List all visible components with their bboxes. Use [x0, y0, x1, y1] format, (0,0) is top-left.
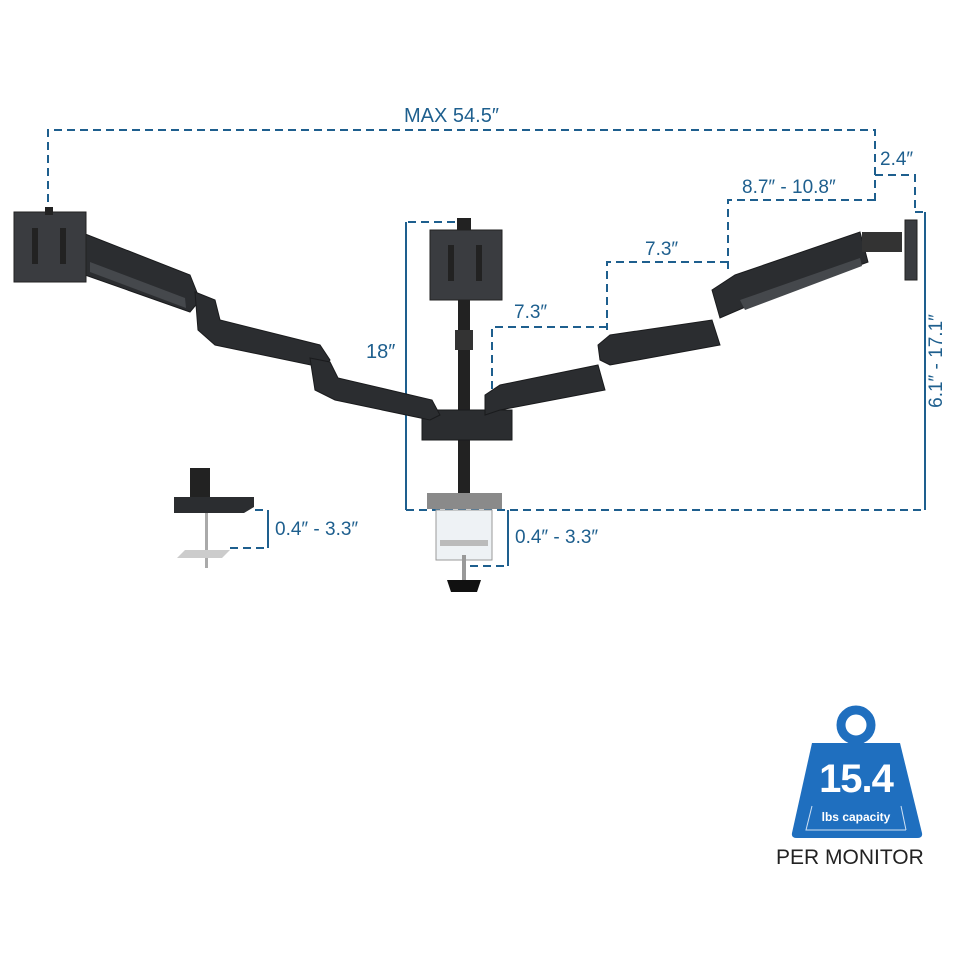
- weight-capacity-badge: [791, 705, 923, 838]
- badge-unit: lbs capacity: [821, 810, 891, 824]
- height-range-label: 6.1″ - 17.1″: [925, 314, 947, 408]
- center-vesa-plate: [429, 229, 503, 301]
- pole-height-label: 18″: [366, 341, 396, 363]
- upper-segment-label: 7.3″: [645, 239, 679, 260]
- badge-caption: PER MONITOR: [776, 846, 924, 869]
- right-arm: [484, 219, 918, 416]
- upper-segment-line: [606, 261, 728, 330]
- forearm-line: [727, 199, 875, 272]
- left-vesa-plate: [13, 207, 87, 283]
- left-arm: [74, 229, 441, 421]
- forearm-label: 8.7″ - 10.8″: [742, 177, 836, 198]
- clamp-center-label: 0.4″ - 3.3″: [515, 527, 599, 548]
- dimension-lines: [47, 129, 926, 567]
- lower-segment-label: 7.3″: [514, 302, 548, 323]
- badge-weight: 15.4: [819, 757, 894, 801]
- max-width-label: MAX 54.5″: [404, 105, 499, 127]
- tilt-offset-label: 2.4″: [880, 149, 914, 170]
- max-width-line: [47, 129, 876, 215]
- clamp-left-label: 0.4″ - 3.3″: [275, 519, 359, 540]
- center-pole: [421, 218, 513, 592]
- lower-segment-line: [491, 326, 607, 392]
- tilt-offset-line: [875, 174, 916, 210]
- left-clamp: [174, 468, 254, 568]
